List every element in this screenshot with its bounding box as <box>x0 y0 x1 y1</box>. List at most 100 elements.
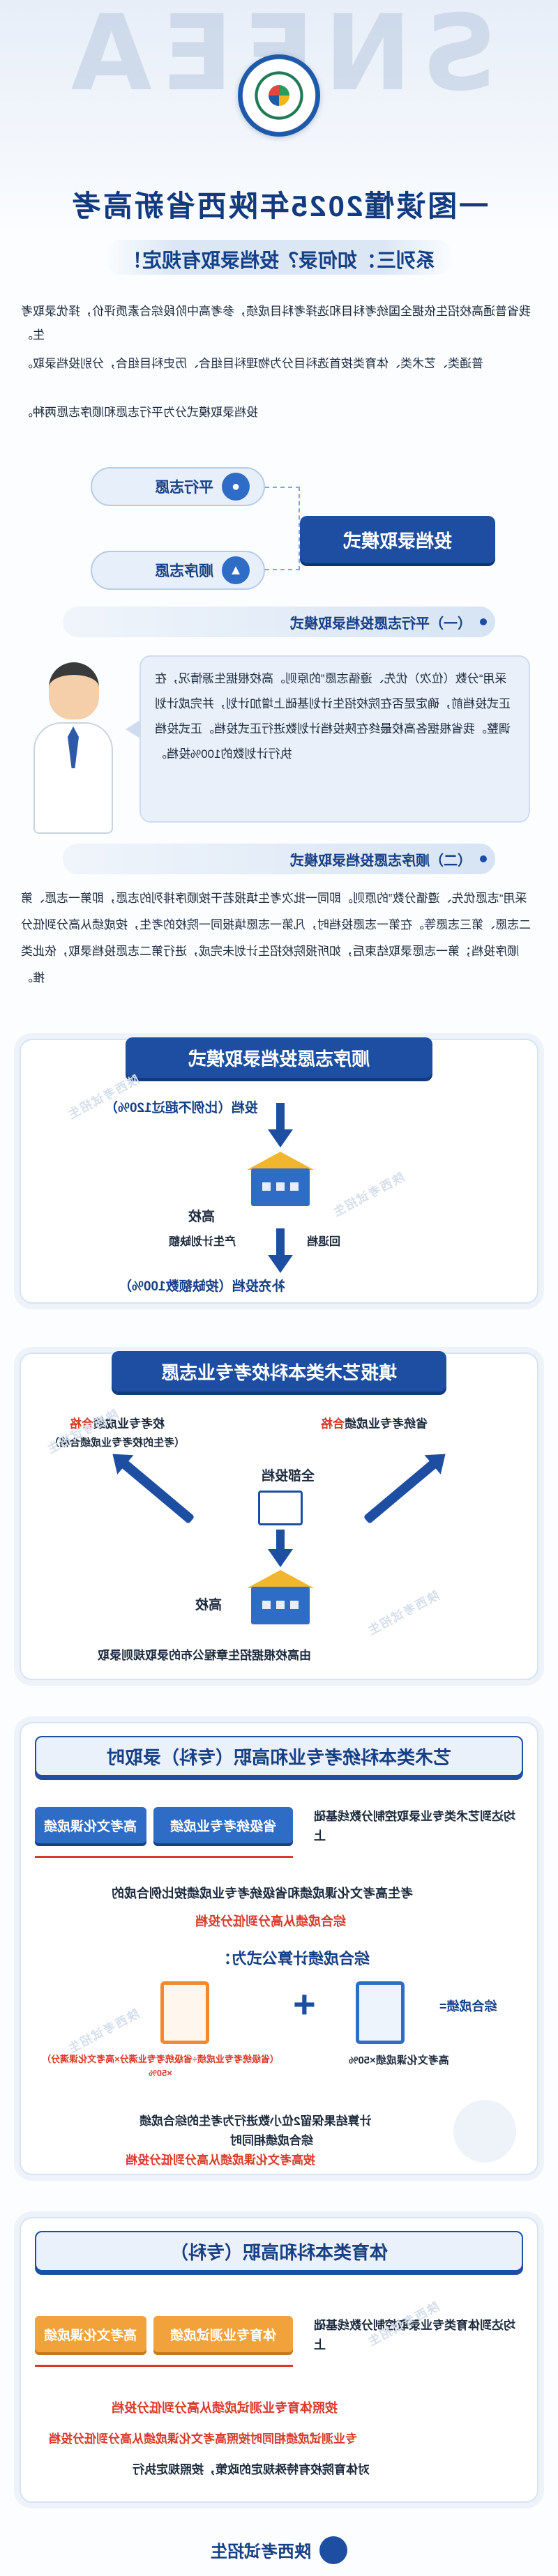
score-red-rule <box>35 1856 293 1858</box>
supplement-submission-text: 补充投档（按缺额数100%） <box>119 1279 285 1294</box>
building-roof <box>247 1570 314 1588</box>
all-submission-text: 全部投档 <box>262 1469 315 1484</box>
supplement-submission-label: 补充投档（按缺额数100%） <box>119 1276 285 1295</box>
art-requirement-text: 均达到艺术类专业录取控制分数线基础上 <box>314 1810 515 1843</box>
art-unified-exam-title: 艺术类本科统考专业和高职（专科）录取时 <box>35 1736 523 1776</box>
intro-text-3: 投档录取模式分为平行志愿和顺序志愿两种。 <box>21 406 258 419</box>
sports-card: 体育类本科和高职（专科） 体育专业测试成绩 高考文化课成绩 均达到体育类专业录取… <box>20 2217 538 2503</box>
flow-arrow-1-shaft <box>276 1103 285 1131</box>
logo-caption: SNEEA <box>266 120 292 127</box>
calc-note-1: 计算结果保留2位小数进行为考生的综合成绩 <box>140 2111 371 2128</box>
art-school-exam-title: 填报艺术类本科校考专业志愿 <box>112 1351 446 1392</box>
sports-line-3: 对体育院校有特殊规定的政策，按照规定执行 <box>133 2460 370 2477</box>
sports-title: 体育类本科和高职（专科） <box>35 2231 523 2271</box>
flow-arrow-2-shaft <box>276 1228 285 1256</box>
header: SNEEA SNEEA 一图读懂2025年陕西省新高考 <box>0 0 558 230</box>
school-text-1: 高校 <box>188 1210 216 1224</box>
art-unified-exam-title-text: 艺术类本科统考专业和高职（专科）录取时 <box>106 1746 451 1768</box>
art-school-exam-title-text: 填报艺术类本科校考专业志愿 <box>160 1362 397 1383</box>
shortfall-label: 产生计划缺额 <box>169 1232 236 1249</box>
first-submission-label: 投档（比例不超过120%） <box>105 1097 258 1116</box>
sports-line-2: 专业测试成绩相同时按照高考文化课成绩从高分到低分投档 <box>49 2429 357 2446</box>
combined-score-text: 考生高考文化课成绩和省级统考专业成绩按比例合成的 <box>112 1887 413 1900</box>
building-window <box>262 1182 271 1191</box>
section-parallel-heading-text: （一）平行志愿投档录取模式 <box>290 616 472 632</box>
art-unified-exam-card: 艺术类本科统考专业和高职（专科）录取时 省级统考专业成绩 高考文化课成绩 均达到… <box>20 1722 538 2175</box>
return-text: 回退档 <box>307 1236 341 1248</box>
combined-ranking-text: 综合成绩从高分到低分投档 <box>195 1914 346 1928</box>
logo-emblem-icon <box>269 85 289 106</box>
student-file-icon <box>258 1491 303 1525</box>
culture-doc-icon <box>356 1981 405 2044</box>
return-label: 回退档 <box>307 1232 340 1249</box>
sports-title-text: 体育类本科和高职（专科） <box>169 2241 388 2263</box>
sequential-flow-card: 顺序志愿投档录取模式 投档（比例不超过120%） 高校 产生计划缺额 回退档 补… <box>20 1037 538 1304</box>
sequential-flow-title: 顺序志愿投档录取模式 <box>126 1037 432 1078</box>
provincial-score-text: 省级统考专业成绩 <box>169 1819 276 1834</box>
combined-score-line: 考生高考文化课成绩和省级统考专业成绩按比例合成的 <box>112 1884 413 1902</box>
intro-text-1: 我省普通高校招生依据全国统考科目和选择考科目成绩，参考高中阶段综合素质评价，择优… <box>21 305 531 342</box>
building-window <box>276 1601 285 1609</box>
calc-note-3: 按高考文化课成绩从高分到低分投档 <box>126 2150 315 2167</box>
section-sequential-paragraph: 采用“志愿优先、遵循分数”的原则。即同一批次考生填报若干按顺序排列的志愿，即第一… <box>21 885 537 991</box>
sports-line-3-text: 对体育院校有特殊规定的政策，按照规定执行 <box>133 2463 370 2476</box>
calc-note-2: 综合成绩相同时 <box>230 2131 313 2148</box>
shortfall-text: 产生计划缺额 <box>169 1236 236 1248</box>
people-group-icon: ● <box>222 473 250 501</box>
provincial-exam-pass-label: 省统考专业成绩合格 <box>321 1414 428 1431</box>
building-window <box>276 1182 285 1191</box>
formula-major-text: （省级统考专业成绩÷省级统考专业满分×高考文化课满分）×50% <box>42 2054 279 2078</box>
formula-major-part: （省级统考专业成绩÷省级统考专业满分×高考文化课满分）×50% <box>42 2052 279 2080</box>
formula-culture-part: 高考文化课成绩×50% <box>349 2052 449 2067</box>
calc-note-1-text: 计算结果保留2位小数进行为考生的综合成绩 <box>140 2114 372 2128</box>
major-doc-icon <box>160 1981 209 2044</box>
formula-left: 综合成绩= <box>439 1997 497 2015</box>
series-banner <box>105 240 453 275</box>
sequential-flow-title-text: 顺序志愿投档录取模式 <box>188 1048 370 1069</box>
flow-arrow-1 <box>268 1129 293 1148</box>
building-window <box>290 1601 299 1609</box>
admission-rule-text: 由高校根据招生章程公布的录取规则录取 <box>98 1649 311 1662</box>
culture-score-box: 高考文化课成绩 <box>35 1807 146 1843</box>
school-label-1: 高校 <box>188 1206 215 1225</box>
speech-text-wrap: 采用“分数（位次）优先、遵循志愿”的原则。高校根据生源情况，在正式投档前，确定是… <box>155 666 518 767</box>
parallel-volunteer-label: 平行志愿 <box>155 480 213 496</box>
parallel-volunteer-pill: 平行志愿 ● <box>91 467 265 506</box>
speech-bubble: 采用“分数（位次）优先、遵循志愿”的原则。高校根据生源情况，在正式投档前，确定是… <box>126 655 530 823</box>
footer-logo-icon <box>319 2536 347 2564</box>
building-window <box>262 1601 271 1609</box>
intro-paragraph-1: 我省普通高校招生依据全国统考科目和选择考科目成绩，参考高中阶段综合素质评价，择优… <box>21 300 537 347</box>
diagonal-arrow-left <box>119 1458 195 1525</box>
footer: 陕西考试招生 <box>0 2524 558 2576</box>
teacher-head <box>49 662 99 719</box>
student-desk-illustration <box>453 2100 516 2163</box>
art-requirement-note: 均达到艺术类专业录取控制分数线基础上 <box>314 1807 523 1846</box>
section-parallel-heading: （一）平行志愿投档录取模式 <box>63 607 495 637</box>
provincial-score-box: 省级统考专业成绩 <box>153 1807 293 1843</box>
formula-title-text: 综合成绩计算公式为： <box>216 1950 370 1967</box>
building-window <box>290 1182 299 1191</box>
card2-arrow-shaft <box>276 1530 285 1550</box>
section-parallel-text: 采用“分数（位次）优先、遵循志愿”的原则。高校根据生源情况，在正式投档前，确定是… <box>155 672 511 761</box>
sports-line-1-text: 按照体育专业测试成绩从高分到低分投档 <box>112 2401 338 2415</box>
intro-paragraph-2: 普通类、艺术类、体育类按首选科目分为物理科目组合、历史科目组合，分别投档录取。 <box>21 352 537 376</box>
provincial-exam-text: 省统考专业成绩 <box>345 1417 428 1431</box>
combined-ranking-line: 综合成绩从高分到低分投档 <box>195 1912 346 1930</box>
first-submission-text: 投档（比例不超过120%） <box>105 1101 258 1115</box>
sports-test-text: 体育专业测试成绩 <box>169 2328 276 2343</box>
series-title: 系列三：如何录？投档录取有规定！ <box>123 250 436 271</box>
sequential-volunteer-pill: 顺序志愿 ▲ <box>91 551 265 590</box>
all-submission-label: 全部投档 <box>262 1465 315 1484</box>
page-title: 一图读懂2025年陕西省新高考 <box>69 190 489 222</box>
plus-icon: + <box>293 1982 316 2026</box>
provincial-exam-pass-text: 合格 <box>321 1417 345 1431</box>
calc-note-2-text: 综合成绩相同时 <box>230 2134 313 2147</box>
flow-arrow-2 <box>268 1255 293 1273</box>
school-text-2: 高校 <box>195 1598 223 1613</box>
formula-culture-text: 高考文化课成绩×50% <box>349 2055 449 2066</box>
sequential-volunteer-label: 顺序志愿 <box>155 563 213 579</box>
section-sequential-heading: （二）顺序志愿投档录取模式 <box>63 844 495 874</box>
sports-line-1: 按照体育专业测试成绩从高分到低分投档 <box>112 2398 338 2416</box>
admission-mode-label: 投档录取模式 <box>342 530 452 551</box>
